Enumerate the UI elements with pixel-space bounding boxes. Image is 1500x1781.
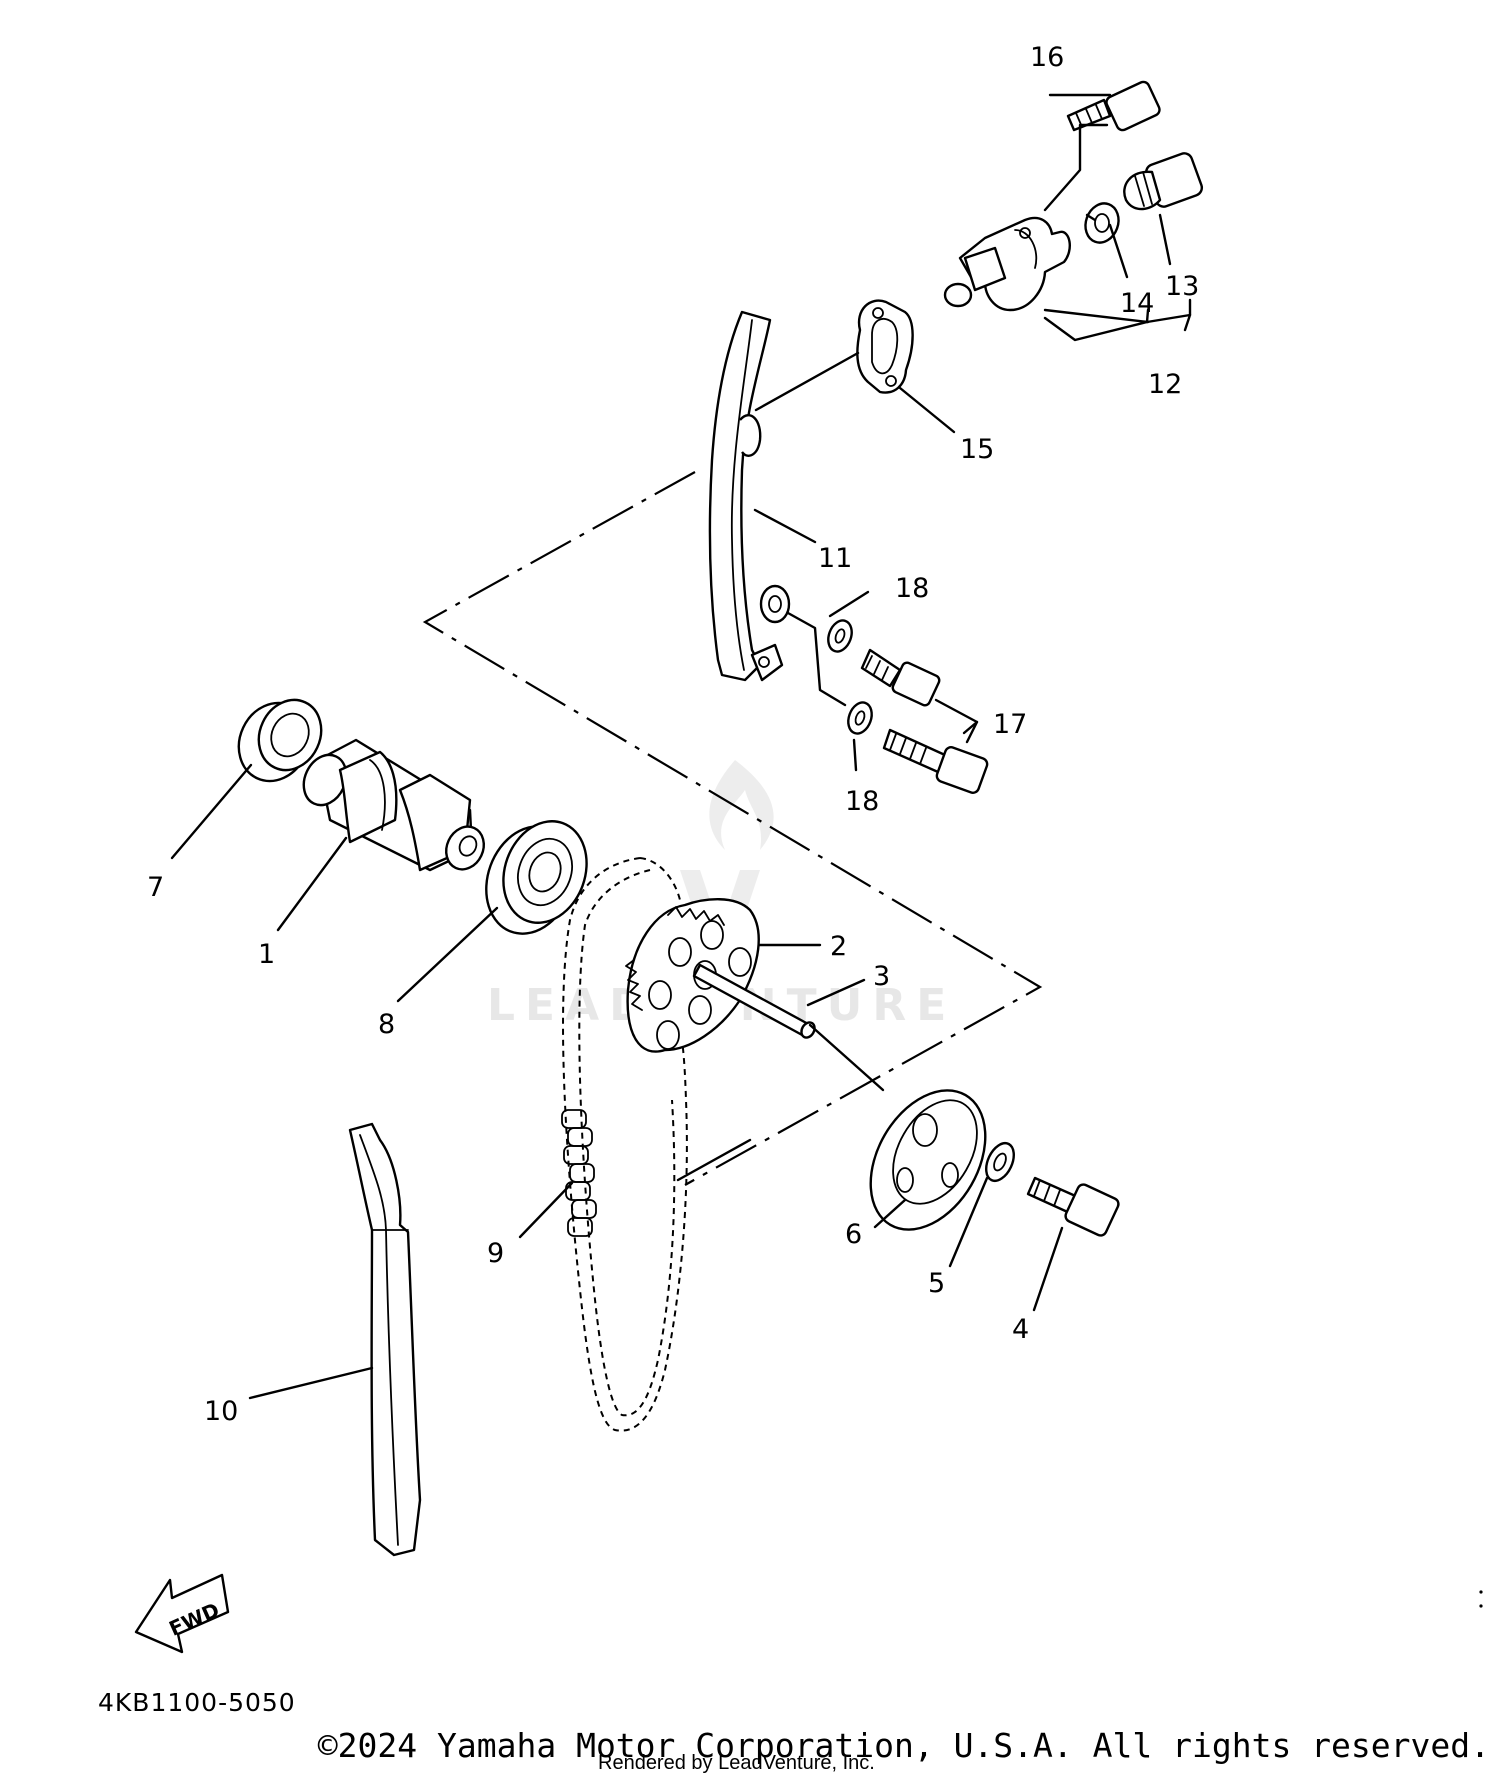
callout-8: 8 — [378, 1009, 395, 1040]
part-6-plate — [869, 1089, 987, 1231]
callout-6: 6 — [845, 1219, 862, 1250]
part-14-washer — [1084, 202, 1120, 244]
callout-11: 11 — [818, 543, 852, 574]
part-12-tensioner — [943, 216, 1071, 312]
callout-4: 4 — [1012, 1314, 1029, 1345]
part-11-chain-guide — [708, 310, 791, 682]
stray-dot — [1479, 1604, 1483, 1608]
callout-1: 1 — [258, 939, 275, 970]
callout-7: 7 — [147, 872, 164, 903]
part-10-chain-guide — [348, 1122, 422, 1557]
assembly-boundary — [422, 471, 1043, 1186]
part-4-bolt — [1026, 1176, 1120, 1237]
callout-12: 12 — [1148, 369, 1182, 400]
stray-dot — [1479, 1590, 1483, 1594]
callout-5: 5 — [928, 1268, 945, 1299]
part-18-washer-upper — [827, 619, 853, 653]
part-18-washer-lower — [847, 701, 873, 735]
callout-17: 17 — [993, 709, 1027, 740]
callout-13: 13 — [1165, 271, 1199, 302]
chain-link-cluster — [561, 1109, 597, 1237]
part-13-bolt — [1123, 152, 1204, 211]
rendered-by-credit: Rendered by LeadVenture, Inc. — [598, 1752, 875, 1774]
leader-lines — [170, 93, 1192, 1400]
callout-14: 14 — [1120, 288, 1154, 319]
callout-15: 15 — [960, 434, 994, 465]
part-8-bearing — [485, 820, 588, 935]
callouts: 16 13 14 12 15 11 18 17 18 7 1 8 2 3 6 9… — [147, 42, 1199, 1427]
part-16-bolt — [1066, 80, 1161, 132]
part-15-gasket — [856, 299, 914, 394]
callout-2: 2 — [830, 931, 847, 962]
callout-10: 10 — [204, 1396, 238, 1427]
callout-18-upper: 18 — [895, 573, 929, 604]
copyright-notice: ©2024 Yamaha Motor Corporation, U.S.A. A… — [317, 1726, 1490, 1765]
callout-18-lower: 18 — [845, 786, 879, 817]
part-1-camshaft — [302, 738, 485, 872]
callout-16: 16 — [1030, 42, 1064, 73]
part-17-bolt-lower — [882, 728, 989, 794]
part-9-cam-chain — [561, 857, 688, 1432]
part-5-washer — [985, 1141, 1015, 1183]
fwd-arrow-icon: FWD — [134, 1573, 230, 1654]
part-17-bolt-upper — [860, 648, 941, 707]
diagram-code: 4KB1100-5050 — [98, 1688, 296, 1717]
callout-9: 9 — [487, 1238, 504, 1269]
part-7-bearing — [237, 698, 323, 783]
callout-3: 3 — [873, 961, 890, 992]
